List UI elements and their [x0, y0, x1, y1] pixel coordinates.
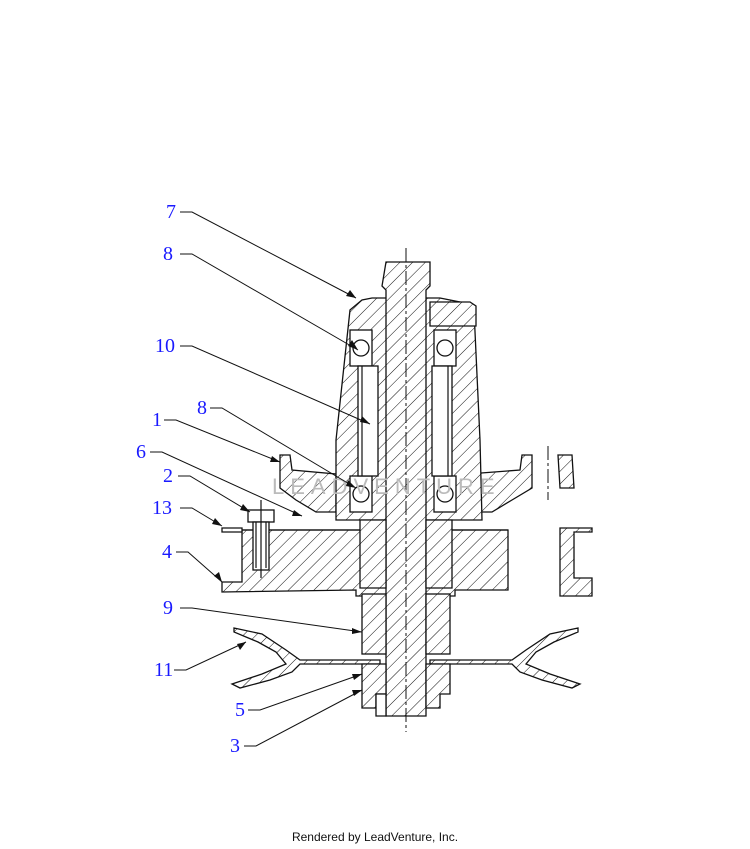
housing-flange	[279, 454, 575, 513]
callout-8-lower: 8	[197, 397, 207, 419]
callout-8-upper: 8	[163, 243, 173, 265]
callout-11: 11	[154, 659, 173, 681]
blade-hub	[361, 663, 451, 717]
mounting-bolt	[247, 500, 275, 578]
callout-10: 10	[155, 335, 175, 357]
callout-1: 1	[152, 409, 162, 431]
callout-3: 3	[230, 735, 240, 757]
blade	[230, 627, 582, 689]
watermark: LEADVENTURE	[272, 474, 501, 499]
deck-section-right	[559, 527, 593, 597]
leader-arrowheads	[212, 290, 370, 696]
callout-4: 4	[162, 541, 172, 563]
leader-lines	[150, 211, 371, 747]
callout-9: 9	[163, 597, 173, 619]
callout-2: 2	[163, 465, 173, 487]
callout-13: 13	[152, 497, 172, 519]
callout-7: 7	[166, 201, 176, 223]
bearings	[349, 329, 457, 513]
callout-6: 6	[136, 441, 146, 463]
footer-credit: Rendered by LeadVenture, Inc.	[291, 830, 459, 844]
callout-5: 5	[235, 699, 245, 721]
shaft-spacer	[361, 593, 451, 655]
